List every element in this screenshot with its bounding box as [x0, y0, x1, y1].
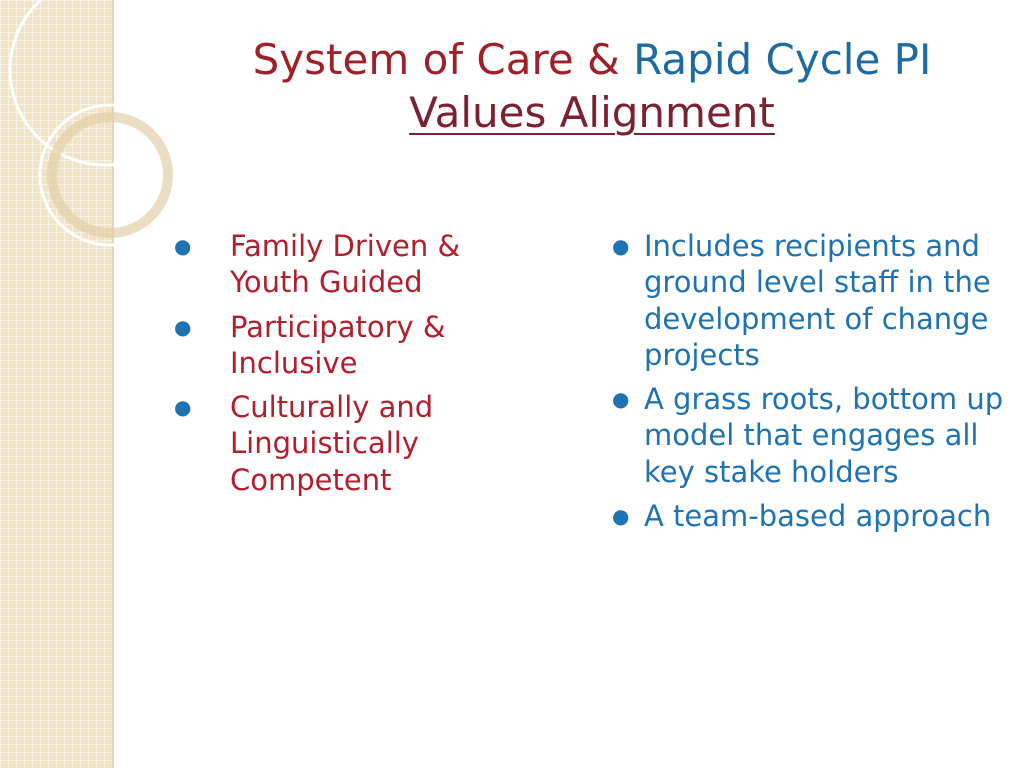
right-bullet-list: ● Includes recipients and ground level s… [608, 228, 1008, 542]
title-system-of-care: System of Care [252, 35, 574, 84]
bullet-dot-icon: ● [174, 395, 192, 419]
title-line-1: System of Care & Rapid Cycle PI [160, 34, 1024, 87]
list-item-label: A team-based approach [644, 498, 992, 533]
title-ampersand: & [587, 35, 620, 84]
left-bullet-list: ● Family Driven & Youth Guided ● Partici… [170, 228, 510, 506]
slide-subtitle: Values Alignment [409, 87, 775, 137]
bullet-dot-icon: ● [612, 234, 630, 258]
list-item-label: Culturally and Linguistically Competent [230, 390, 434, 497]
bullet-dot-icon: ● [612, 387, 630, 411]
list-item-label: Participatory & Inclusive [230, 309, 446, 380]
list-item: ● Participatory & Inclusive [170, 309, 510, 382]
bullet-dot-icon: ● [174, 314, 192, 339]
list-item-label: Family Driven & Youth Guided [230, 229, 461, 300]
list-item: ● Culturally and Linguistically Competen… [170, 389, 510, 498]
bullet-dot-icon: ● [174, 234, 192, 258]
list-item: ● Includes recipients and ground level s… [608, 228, 1008, 373]
list-item-label: A grass roots, bottom up model that enga… [644, 382, 1004, 489]
decorative-rings-icon [8, 0, 202, 247]
bullet-dot-icon: ● [612, 503, 630, 528]
list-item-label: Includes recipients and ground level sta… [644, 229, 991, 372]
sidebar-divider [112, 0, 114, 768]
title-rapid-cycle-pi: Rapid Cycle PI [633, 35, 932, 84]
list-item: ● A team-based approach [608, 498, 1008, 534]
decorative-sidebar [0, 0, 112, 768]
slide-title: System of Care & Rapid Cycle PI Values A… [160, 34, 1024, 139]
list-item: ● Family Driven & Youth Guided [170, 228, 510, 301]
list-item: ● A grass roots, bottom up model that en… [608, 381, 1008, 490]
